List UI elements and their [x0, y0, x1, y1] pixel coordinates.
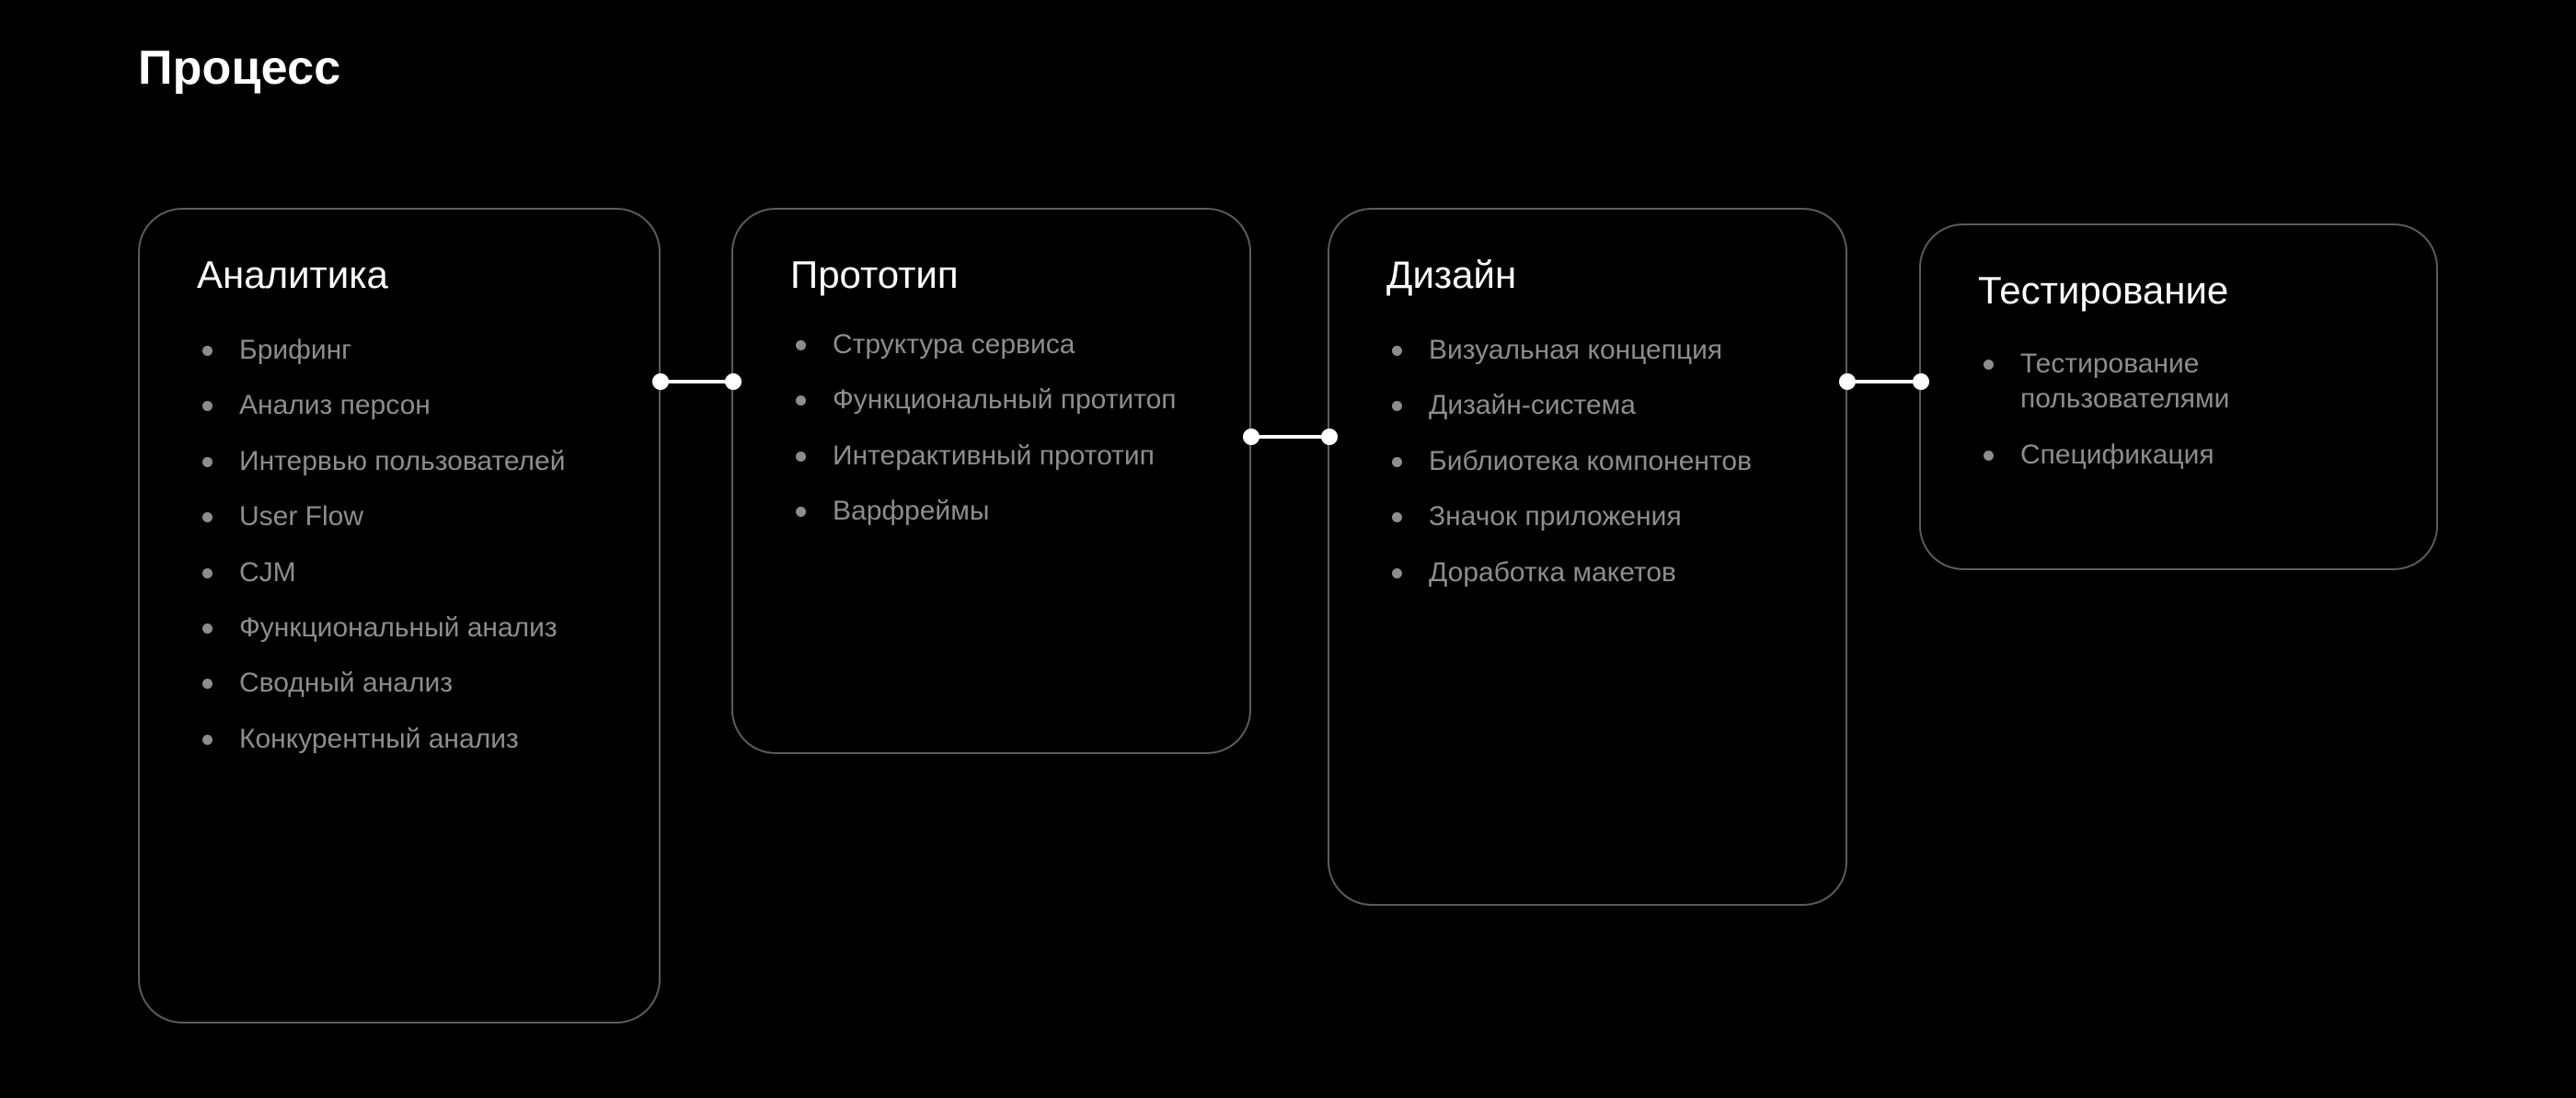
list-item-label: User Flow: [239, 501, 364, 532]
bullet-icon: [796, 340, 806, 350]
list-item-label: Сводный анализ: [239, 668, 453, 699]
list-item-label: Дизайн-система: [1429, 390, 1636, 421]
list-item: Варфреймы: [790, 494, 1225, 529]
bullet-icon: [202, 512, 213, 523]
bullet-icon: [202, 623, 213, 634]
bullet-icon: [202, 346, 213, 356]
list-item: Конкурентный анализ: [197, 722, 635, 757]
connector-dot-icon: [1913, 373, 1929, 390]
list-item: Тестирование пользователями: [1978, 347, 2412, 417]
bullet-icon: [1392, 346, 1402, 356]
bullet-icon: [1392, 456, 1402, 467]
list-item: Библиотека компонентов: [1386, 444, 1822, 479]
list-item-label: Спецификация: [2020, 439, 2214, 470]
list-item-label: Интервью пользователей: [239, 445, 566, 476]
list-item-label: Значок приложения: [1429, 501, 1682, 532]
card-title: Тестирование: [1978, 269, 2229, 312]
list-item: Доработка макетов: [1386, 555, 1822, 590]
process-card-prototype: Прототип Структура сервиса Функциональны…: [731, 208, 1251, 754]
bullet-icon: [202, 401, 213, 412]
list-item-label: CJM: [239, 556, 296, 588]
list-item-label: Интерактивный прототип: [833, 440, 1155, 471]
list-item: Интерактивный прототип: [790, 439, 1225, 474]
connector-line: [1847, 380, 1921, 383]
list-item: Визуальная концепция: [1386, 333, 1822, 368]
card-item-list: Брифинг Анализ персон Интервью пользоват…: [197, 333, 635, 757]
list-item: Функциональный протитоп: [790, 383, 1225, 417]
connector-line: [661, 380, 733, 383]
card-item-list: Структура сервиса Функциональный протито…: [790, 327, 1225, 530]
list-item-label: Функциональный анализ: [239, 612, 558, 643]
process-card-testing: Тестирование Тестирование пользователями…: [1919, 223, 2438, 570]
bullet-icon: [202, 679, 213, 690]
bullet-icon: [1392, 567, 1402, 578]
page-title: Процесс: [138, 41, 341, 95]
list-item: User Flow: [197, 499, 635, 534]
list-item: Брифинг: [197, 333, 635, 368]
list-item: Значок приложения: [1386, 499, 1822, 534]
connector-dot-icon: [1321, 429, 1338, 445]
process-card-analytics: Аналитика Брифинг Анализ персон Интервью…: [138, 208, 661, 1024]
list-item: Сводный анализ: [197, 666, 635, 701]
bullet-icon: [796, 507, 806, 518]
bullet-icon: [1392, 401, 1402, 412]
card-item-list: Визуальная концепция Дизайн-система Библ…: [1386, 333, 1822, 590]
bullet-icon: [796, 395, 806, 406]
list-item-label: Анализ персон: [239, 390, 431, 421]
list-item-label: Визуальная концепция: [1429, 335, 1723, 365]
bullet-icon: [202, 734, 213, 745]
bullet-icon: [1984, 360, 1994, 370]
list-item-label: Тестирование пользователями: [2020, 349, 2230, 415]
bullet-icon: [202, 567, 213, 578]
list-item-label: Варфреймы: [833, 496, 990, 527]
list-item-label: Брифинг: [239, 335, 352, 365]
list-item-label: Библиотека компонентов: [1429, 445, 1753, 476]
bullet-icon: [202, 456, 213, 467]
connector-line: [1251, 435, 1329, 439]
card-item-list: Тестирование пользователями Спецификация: [1978, 347, 2412, 473]
list-item: CJM: [197, 555, 635, 590]
list-item-label: Функциональный протитоп: [833, 384, 1177, 416]
connector-dot-icon: [725, 373, 742, 390]
bullet-icon: [1392, 512, 1402, 523]
card-title: Дизайн: [1386, 253, 1517, 296]
connector-analytics-prototype: [652, 373, 742, 390]
list-item: Анализ персон: [197, 388, 635, 423]
bullet-icon: [796, 451, 806, 462]
card-title: Аналитика: [197, 253, 388, 296]
list-item-label: Конкурентный анализ: [239, 723, 519, 754]
list-item: Дизайн-система: [1386, 388, 1822, 423]
list-item-label: Структура сервиса: [833, 329, 1075, 360]
bullet-icon: [1984, 450, 1994, 461]
list-item: Интервью пользователей: [197, 444, 635, 479]
connector-prototype-design: [1243, 429, 1338, 445]
list-item-label: Доработка макетов: [1429, 556, 1676, 588]
list-item: Функциональный анализ: [197, 611, 635, 646]
card-title: Прототип: [790, 253, 959, 296]
connector-design-testing: [1839, 373, 1929, 390]
process-card-design: Дизайн Визуальная концепция Дизайн-систе…: [1328, 208, 1847, 906]
list-item: Спецификация: [1978, 438, 2412, 473]
list-item: Структура сервиса: [790, 327, 1225, 362]
